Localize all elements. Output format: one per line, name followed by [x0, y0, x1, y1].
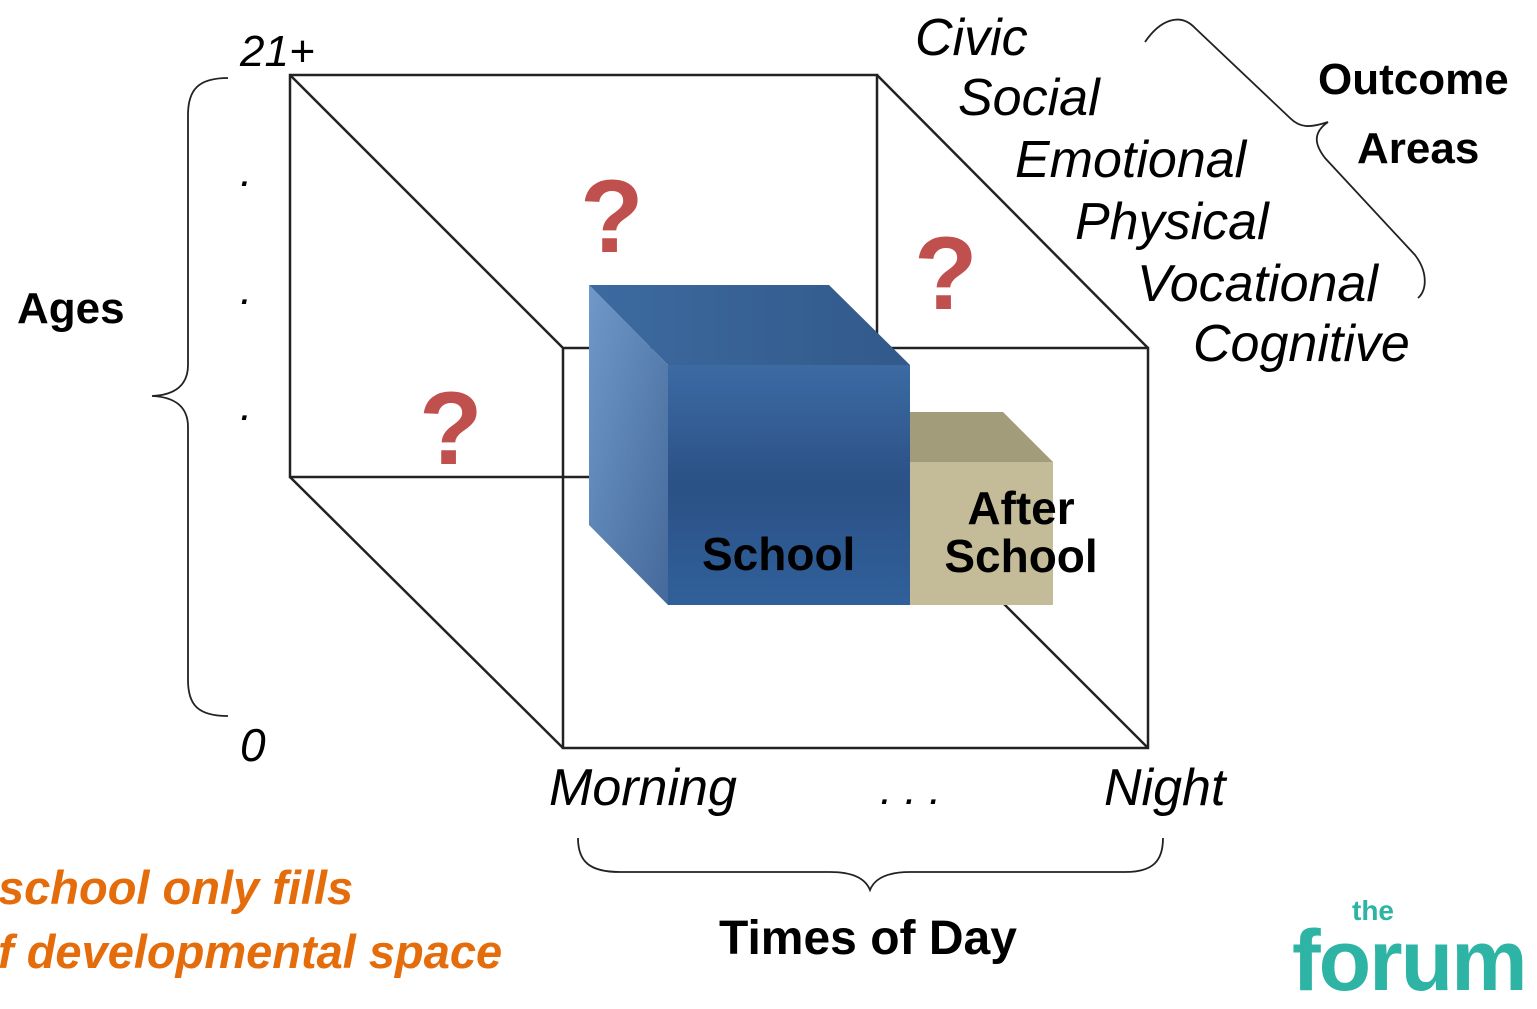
outcome-area-social: Social — [958, 69, 1100, 127]
times-brace — [577, 837, 1164, 893]
after-school-label: After School — [939, 484, 1103, 581]
cube-diagram: Ages 21+ . . . 0 Morning . . . Night Tim… — [0, 9, 1528, 1004]
outcome-area-civic: Civic — [915, 9, 1028, 67]
braces — [151, 18, 1426, 893]
outcome-area-cognitive: Cognitive — [1193, 315, 1410, 373]
question-mark-left: ? — [419, 371, 483, 487]
question-mark-right: ? — [914, 216, 978, 332]
after-school-line2: School — [944, 530, 1098, 583]
time-end-label: Night — [1104, 759, 1226, 817]
logo-the: the — [1352, 895, 1394, 926]
cube-edge-top-left — [289, 74, 564, 349]
time-start-label: Morning — [549, 759, 737, 817]
cube-edge-bottom-left — [289, 476, 564, 749]
time-ellipsis: . . . — [880, 765, 942, 814]
cube-back-face — [288, 73, 879, 479]
times-of-day-label: Times of Day — [719, 912, 1017, 965]
question-mark-top: ? — [580, 159, 644, 275]
age-dot-3: . — [240, 381, 253, 430]
caption-line-2: f developmental space — [0, 925, 503, 978]
diagram-graphics — [151, 18, 1426, 893]
caption-line-1: school only fills — [0, 861, 354, 914]
outcome-area-vocational: Vocational — [1137, 255, 1378, 313]
outcome-area-physical: Physical — [1075, 193, 1269, 251]
after-school-block — [907, 412, 1053, 605]
outcome-label-line1: Outcome — [1318, 55, 1509, 104]
age-dot-1: . — [240, 147, 253, 196]
cube-edge-top-right — [876, 74, 1149, 349]
after-school-line1: After — [967, 482, 1075, 534]
outcome-brace — [1144, 18, 1426, 299]
school-label: School — [702, 528, 856, 580]
school-block — [589, 285, 910, 605]
outcome-label-line2: Areas — [1357, 124, 1480, 173]
age-top-label: 21+ — [240, 27, 315, 76]
age-bottom-label: 0 — [240, 719, 266, 771]
outcome-area-emotional: Emotional — [1015, 131, 1247, 189]
age-dot-2: . — [240, 265, 253, 314]
ages-label: Ages — [17, 284, 125, 333]
ages-brace — [151, 77, 229, 717]
forum-logo: forum — [1292, 913, 1528, 1009]
